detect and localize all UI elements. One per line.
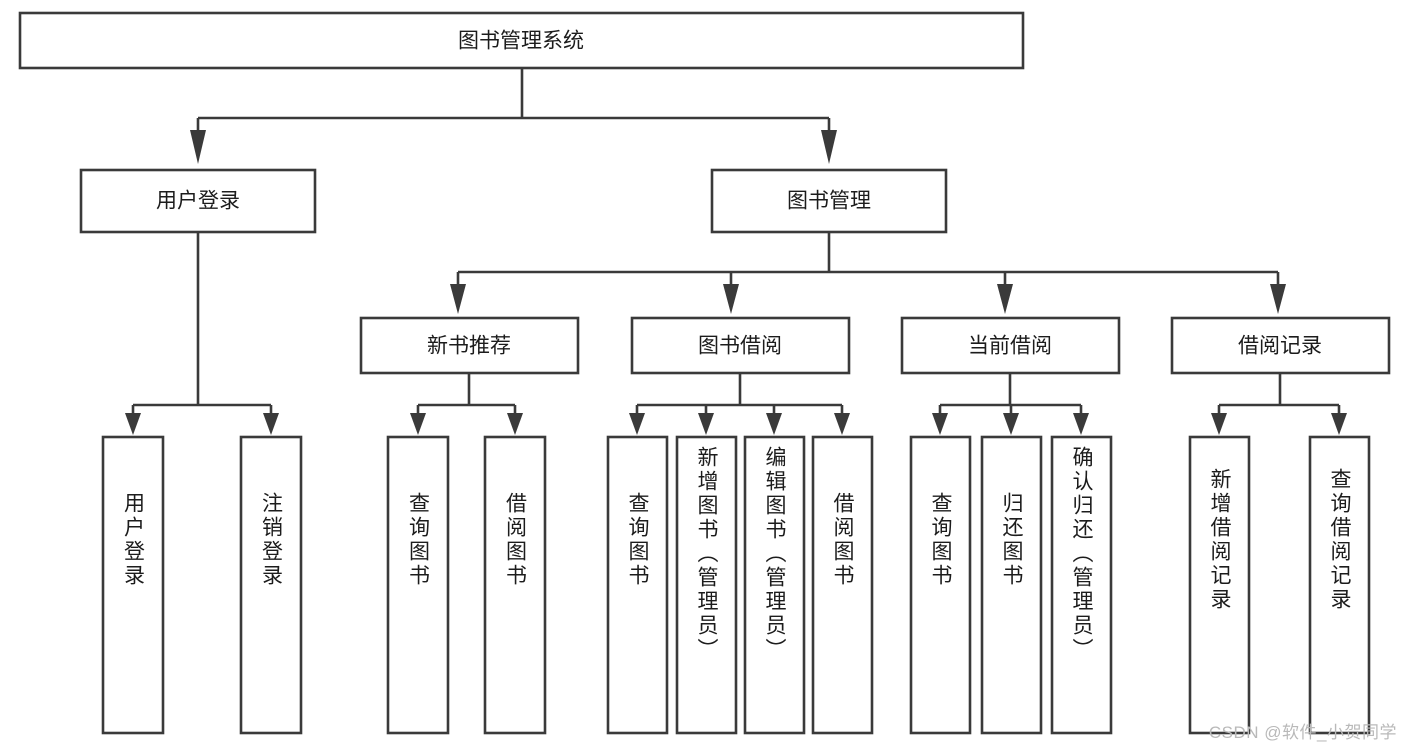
leaf-box-query-book-bb[interactable] [606, 435, 669, 735]
arrow-head-to-user-login [190, 130, 206, 164]
arrow-head-to-current-borrow [997, 284, 1013, 314]
node-user-login-label: 用户登录 [156, 190, 240, 213]
node-root-label: 图书管理系统 [458, 30, 584, 53]
arrow-head-to-book-borrow [723, 284, 739, 314]
connector-group-newbook-to-leaves [410, 373, 523, 435]
arrow-head-cb-leaf-1 [932, 413, 948, 435]
node-new-book-recommend-box[interactable] [359, 316, 580, 375]
arrow-head-to-leaf-user-login [125, 413, 141, 435]
node-root[interactable]: 图书管理系统 [18, 11, 1025, 70]
leaf-box-logout[interactable] [239, 435, 303, 735]
leaf-box-add-book-admin[interactable] [675, 435, 738, 735]
leaf-box-query-book-cb[interactable] [909, 435, 972, 735]
node-root-box[interactable] [18, 11, 1025, 70]
node-user-login[interactable]: 用户登录 [79, 168, 317, 234]
node-current-borrow[interactable]: 当前借阅 [900, 316, 1121, 375]
node-book-borrow-box[interactable] [630, 316, 851, 375]
arrow-head-to-leaf-logout [263, 413, 279, 435]
arrow-head-cb-leaf-2 [1003, 413, 1019, 435]
arrow-head-nb-leaf-2 [507, 413, 523, 435]
node-new-book-recommend-label: 新书推荐 [427, 335, 511, 358]
arrow-head-br-leaf-1 [1211, 413, 1227, 435]
leaf-box-return-book[interactable] [980, 435, 1043, 735]
arrow-head-to-new-book-rec [450, 284, 466, 314]
node-user-login-box[interactable] [79, 168, 317, 234]
node-borrow-record-label: 借阅记录 [1238, 335, 1322, 358]
arrow-head-bb-leaf-4 [834, 413, 850, 435]
arrow-head-nb-leaf-1 [410, 413, 426, 435]
leaf-box-borrow-book-nb[interactable] [483, 435, 547, 735]
node-book-borrow-label: 图书借阅 [698, 335, 782, 358]
arrow-head-cb-leaf-3 [1073, 413, 1089, 435]
leaf-box-query-book-nb[interactable] [386, 435, 450, 735]
leaf-box-add-borrow-record[interactable] [1188, 435, 1251, 735]
node-current-borrow-label: 当前借阅 [968, 335, 1052, 358]
arrow-head-bb-leaf-1 [629, 413, 645, 435]
node-book-borrow[interactable]: 图书借阅 [630, 316, 851, 375]
connector-group-bookborrow-to-leaves [629, 373, 850, 435]
arrow-head-to-borrow-record [1270, 284, 1286, 314]
connector-group-userlogin-to-leaves [125, 232, 279, 435]
connector-group-currentborrow-to-leaves [932, 373, 1089, 435]
connector-group-borrowrecord-to-leaves [1211, 373, 1347, 435]
node-book-management[interactable]: 图书管理 [710, 168, 948, 234]
node-book-management-box[interactable] [710, 168, 948, 234]
node-book-management-label: 图书管理 [787, 190, 871, 213]
leaf-box-borrow-book-bb[interactable] [811, 435, 874, 735]
node-borrow-record-box[interactable] [1170, 316, 1391, 375]
watermark-text: CSDN @软件_小贺同学 [1208, 723, 1397, 742]
connector-group-root-to-level2 [190, 68, 837, 164]
leaf-box-edit-book-admin[interactable] [743, 435, 806, 735]
node-new-book-recommend[interactable]: 新书推荐 [359, 316, 580, 375]
arrow-head-bb-leaf-2 [698, 413, 714, 435]
arrow-head-bb-leaf-3 [766, 413, 782, 435]
node-current-borrow-box[interactable] [900, 316, 1121, 375]
leaf-box-confirm-return-admin[interactable] [1050, 435, 1113, 735]
arrow-head-to-book-mgmt [821, 130, 837, 164]
node-borrow-record[interactable]: 借阅记录 [1170, 316, 1391, 375]
arrow-head-br-leaf-2 [1331, 413, 1347, 435]
leaf-box-user-login[interactable] [101, 435, 165, 735]
connector-group-bookmgmt-to-level3 [450, 232, 1286, 314]
leaf-box-query-borrow-record[interactable] [1308, 435, 1371, 735]
